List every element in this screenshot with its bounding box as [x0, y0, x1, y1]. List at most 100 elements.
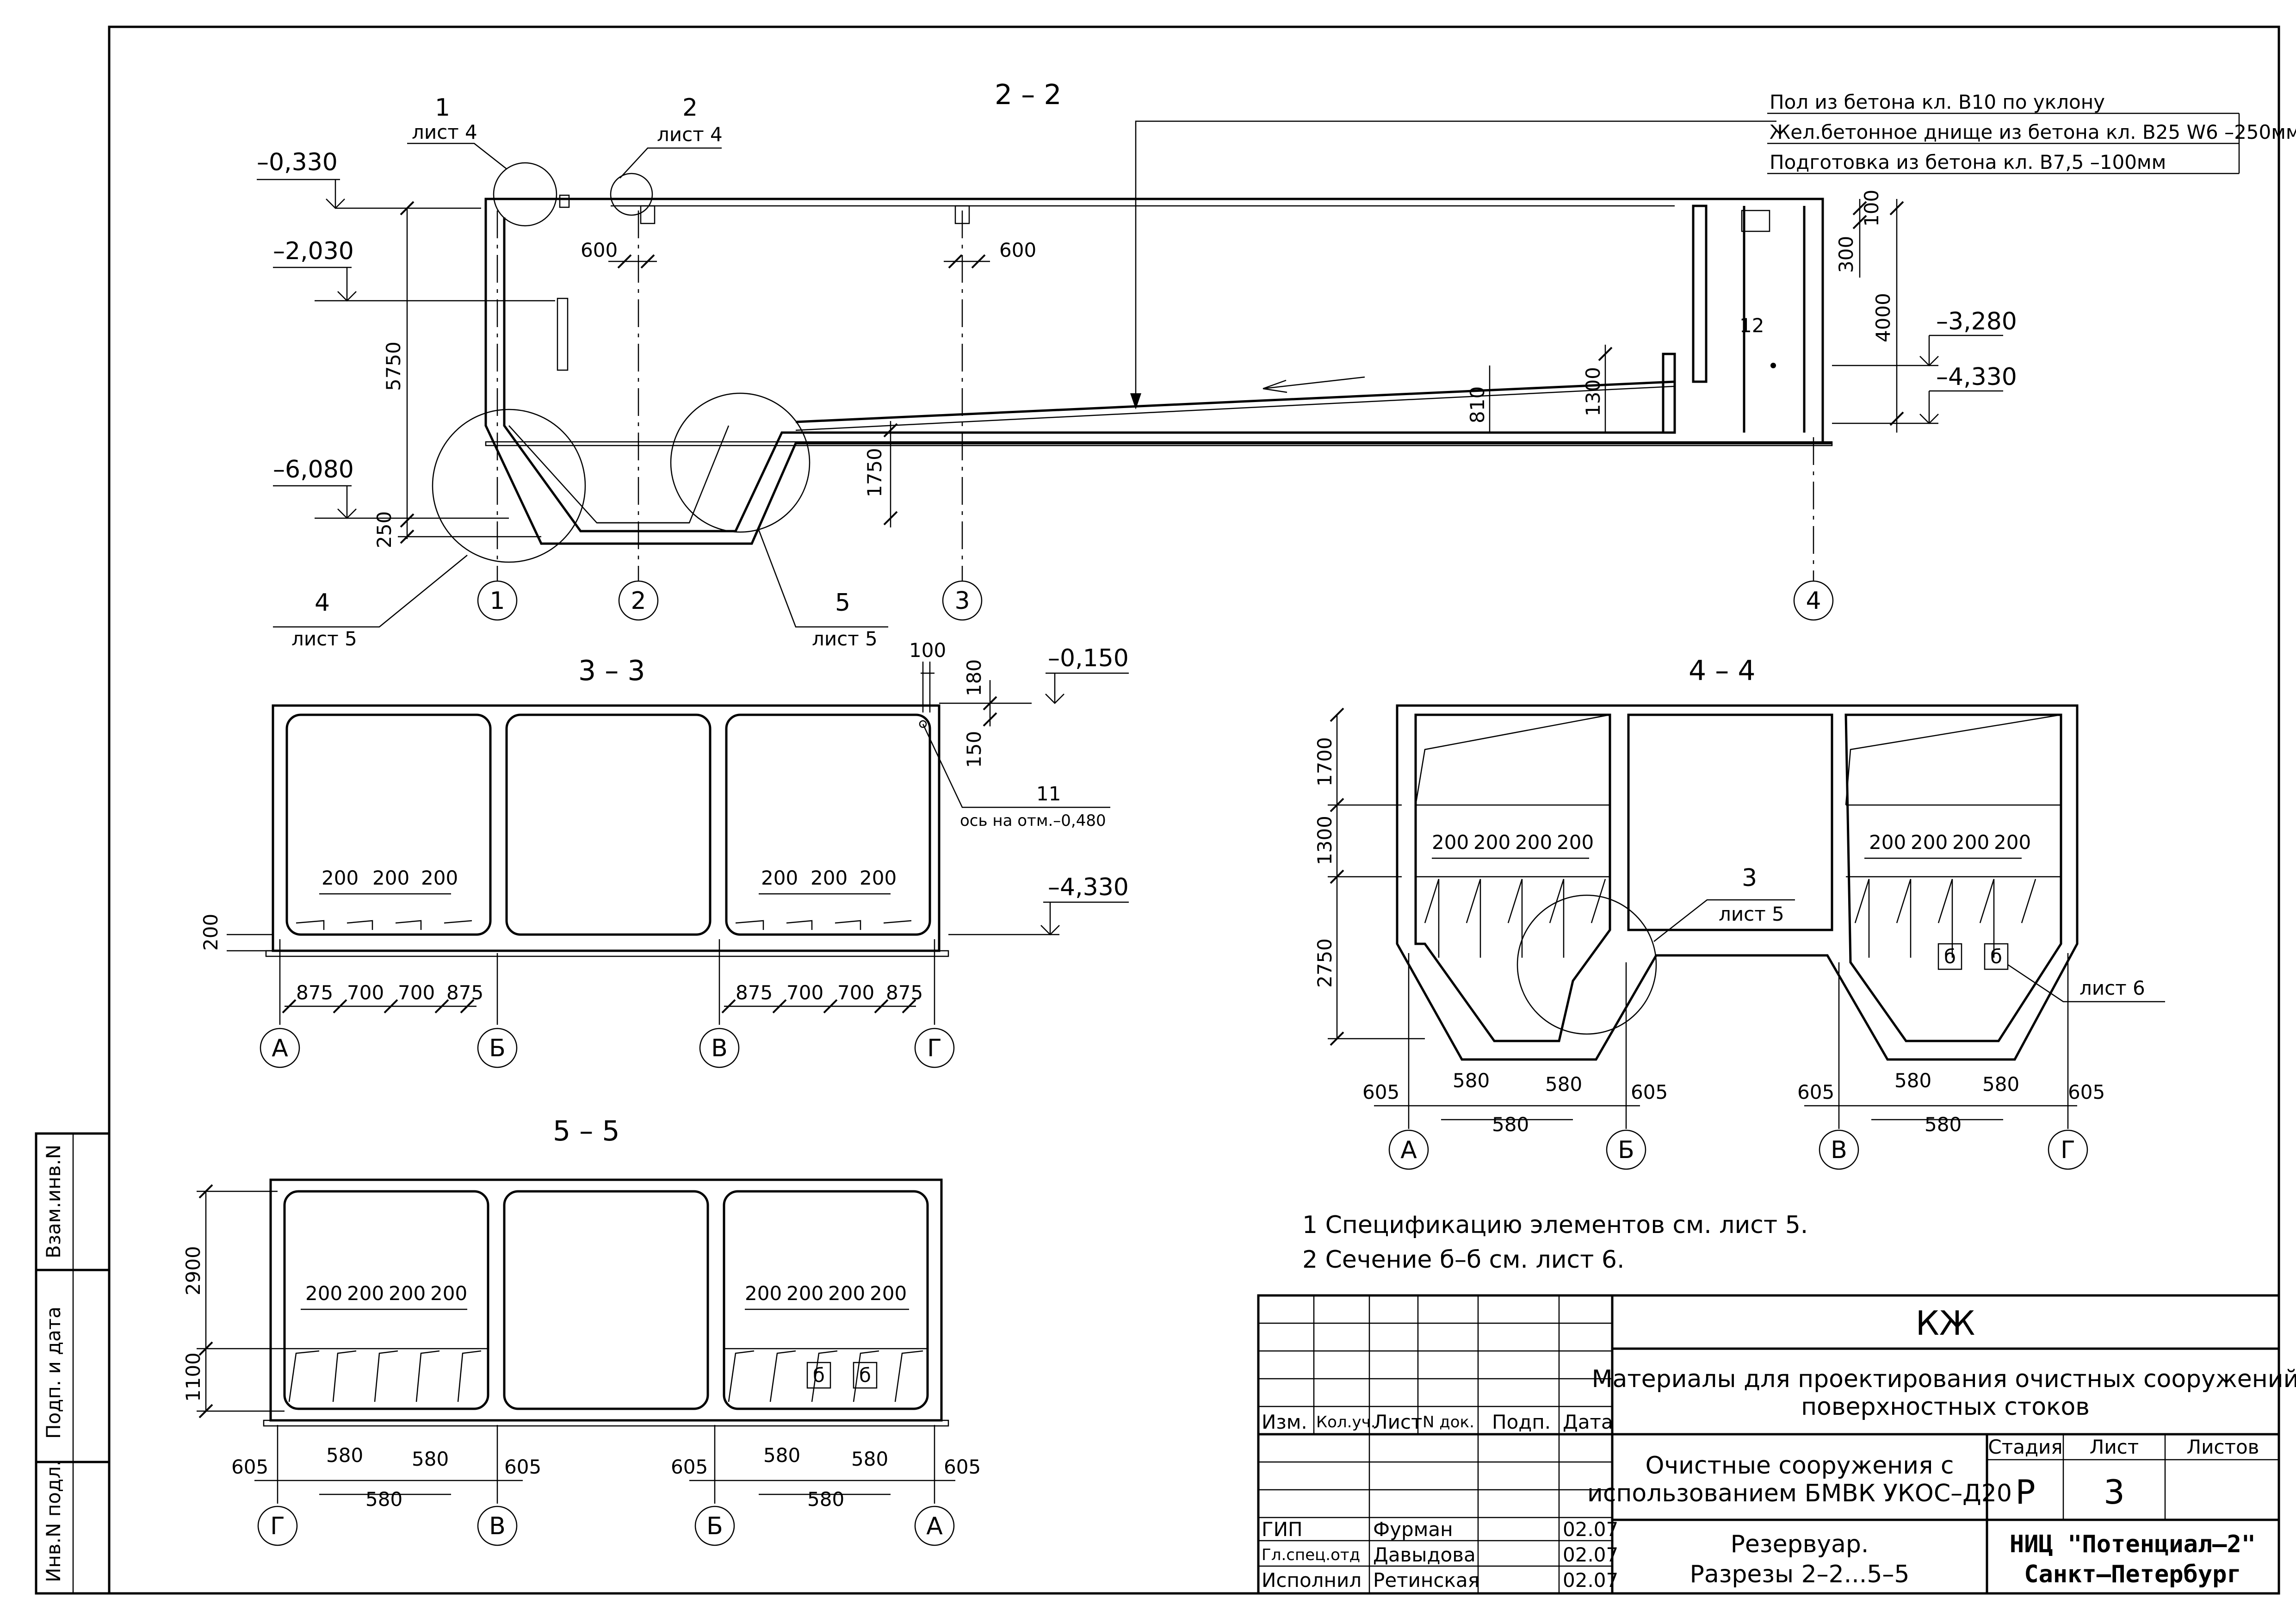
svg-text:605: 605 [1797, 1081, 1834, 1103]
axis-label-1: 1 [489, 587, 505, 615]
svg-text:580: 580 [365, 1488, 402, 1511]
stamp-inv: Инв.N подл. [42, 1460, 65, 1582]
svg-text:200: 200 [1994, 831, 2031, 854]
axis-note: ось на отм.–0,480 [960, 812, 1106, 830]
svg-text:Подп.: Подп. [1492, 1411, 1551, 1433]
dim-5750: 5750 [382, 341, 405, 391]
general-notes: 1 Спецификацию элементов см. лист 5. 2 С… [1302, 1211, 1808, 1274]
dim-1300: 1300 [1313, 816, 1336, 865]
svg-text:200: 200 [1952, 831, 1989, 854]
svg-text:700: 700 [347, 981, 384, 1004]
axis-label-3: 3 [954, 587, 970, 615]
detail-circle-5 [670, 392, 811, 533]
dims-bottom-3-3: 875 700 700 875 875 700 700 875 [296, 981, 923, 1004]
callout-1-sheet: лист 4 [412, 121, 477, 143]
svg-text:605: 605 [1362, 1081, 1399, 1103]
svg-text:Изм.: Изм. [1262, 1411, 1307, 1433]
svg-text:580: 580 [1925, 1113, 1962, 1136]
svg-text:580: 580 [1894, 1069, 1931, 1092]
svg-text:700: 700 [837, 981, 874, 1004]
svg-text:Фурман: Фурман [1373, 1518, 1453, 1541]
svg-text:б: б [813, 1364, 825, 1387]
object-line-1: Очистные сооружения с [1646, 1452, 1954, 1480]
elevation-mark-4330: –4,330 [1832, 363, 2017, 424]
svg-text:ГИП: ГИП [1262, 1518, 1303, 1541]
dims-200-row-4-4: 200 200 200 200 200 200 200 200 [1432, 831, 2031, 859]
svg-text:Б: Б [706, 1512, 723, 1540]
detail-circle-2 [610, 173, 653, 216]
svg-text:200: 200 [389, 1282, 426, 1305]
section-3-3-title: 3 – 3 [578, 655, 645, 687]
mark-11: 11 [1036, 782, 1061, 805]
svg-text:875: 875 [736, 981, 773, 1004]
svg-text:605: 605 [944, 1456, 981, 1478]
dim-100: 100 [909, 639, 946, 662]
svg-text:200: 200 [870, 1282, 907, 1305]
sheet-6-label: лист 6 [2079, 977, 2145, 999]
svg-text:Лист: Лист [1373, 1411, 1422, 1433]
svg-text:200: 200 [1557, 831, 1594, 854]
object-line-2: использованием БМВК УКОС–Д20 [1587, 1480, 2012, 1507]
svg-text:200: 200 [421, 867, 458, 889]
dim-1300: 1300 [1582, 367, 1604, 416]
svg-text:200: 200 [1869, 831, 1906, 854]
dim-1700: 1700 [1313, 737, 1336, 787]
svg-text:605: 605 [1631, 1081, 1668, 1103]
dim-150: 150 [963, 731, 985, 768]
callout-5-num: 5 [835, 589, 850, 617]
axis-marker-3 [942, 580, 983, 621]
svg-text:Стадия: Стадия [1988, 1436, 2062, 1458]
svg-text:Г: Г [2061, 1136, 2075, 1164]
svg-text:б: б [859, 1364, 871, 1387]
note-prep: Подготовка из бетона кл. В7,5 –100мм [1770, 151, 2166, 173]
svg-text:200: 200 [430, 1282, 467, 1305]
section-2-2: 2 – 2 1 [257, 79, 2296, 650]
dim-250: 250 [373, 511, 396, 548]
drawing-frame [108, 25, 2280, 1595]
callout-3-sheet: лист 5 [1719, 903, 1784, 925]
svg-text:200: 200 [1515, 831, 1552, 854]
svg-text:02.07: 02.07 [1563, 1518, 1618, 1541]
dim-4000: 4000 [1872, 293, 1894, 342]
svg-text:Б: Б [1618, 1136, 1634, 1164]
axis-label-2: 2 [631, 587, 646, 615]
detail-circle-4 [432, 409, 586, 563]
svg-text:Г: Г [270, 1512, 285, 1540]
dim-1100: 1100 [182, 1352, 204, 1402]
svg-text:Лист: Лист [2090, 1436, 2139, 1458]
svg-text:875: 875 [446, 981, 483, 1004]
section-5-5-title: 5 – 5 [553, 1115, 620, 1147]
svg-text:–0,330: –0,330 [257, 149, 338, 176]
svg-text:200: 200 [860, 867, 897, 889]
axis-marker-2 [618, 580, 659, 621]
stamp-vzam: Взам.инв.N [42, 1145, 65, 1258]
svg-text:605: 605 [231, 1456, 268, 1478]
svg-text:Давыдова: Давыдова [1373, 1543, 1476, 1566]
dim-810: 810 [1466, 386, 1489, 423]
svg-text:200: 200 [811, 867, 848, 889]
axis-label-4: 4 [1806, 587, 1821, 615]
dim-200-left: 200 [199, 914, 222, 951]
svg-text:580: 580 [412, 1448, 449, 1470]
section-5-5: 5 – 5 б б 2900 1100 200 200 200 200 200 [182, 1115, 981, 1546]
title-block: Изм. Кол.уч. Лист N док. Подп. Дата ГИП … [1257, 1294, 2296, 1595]
svg-text:–3,280: –3,280 [1936, 308, 2017, 335]
svg-text:–0,150: –0,150 [1048, 644, 1129, 672]
stage-value: Р [2015, 1473, 2035, 1511]
axes-5-5: Г В Б А [257, 1505, 955, 1546]
axis-marker-1 [477, 580, 518, 621]
svg-text:А: А [1400, 1136, 1417, 1164]
svg-text:Листов: Листов [2187, 1436, 2259, 1458]
svg-text:200: 200 [761, 867, 798, 889]
elevation-mark-0330: –0,330 [257, 149, 481, 209]
elevation-mark-2030: –2,030 [273, 237, 555, 302]
svg-text:605: 605 [671, 1456, 708, 1478]
svg-text:Гл.спец.отд: Гл.спец.отд [1262, 1546, 1360, 1564]
note-floor: Пол из бетона кл. В10 по уклону [1770, 91, 2105, 113]
svg-text:02.07: 02.07 [1563, 1543, 1618, 1566]
svg-text:200: 200 [745, 1282, 782, 1305]
note-1: 1 Спецификацию элементов см. лист 5. [1302, 1211, 1808, 1239]
svg-text:Исполнил: Исполнил [1262, 1569, 1362, 1592]
dims-bottom-4-4: 605 580 580 605 605 580 580 605 580 580 [1362, 1069, 2105, 1136]
dim-300: 300 [1835, 236, 1857, 273]
